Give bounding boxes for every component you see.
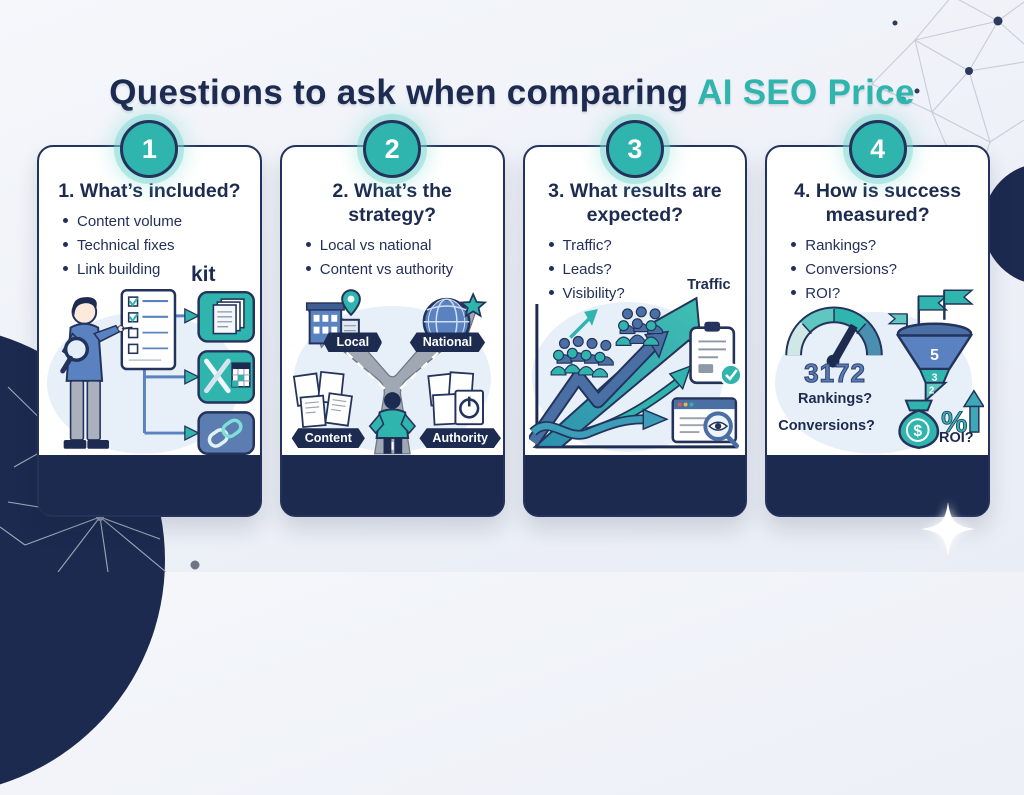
card-whats-included: 1 1. What’s included? Content volume Tec… <box>37 120 262 517</box>
checklist-icon <box>120 289 177 371</box>
strategy-illustration: Local National Content Authority <box>286 287 501 455</box>
bullet-item: Content vs authority <box>306 260 503 280</box>
browser-visibility-icon <box>671 397 739 449</box>
audit-scene-icon <box>46 289 256 455</box>
step-badge-1: 1 <box>120 120 179 178</box>
step-number: 4 <box>870 133 886 164</box>
card-title: 3. What results are expected? <box>548 180 722 226</box>
card-footer <box>767 455 988 515</box>
bullet-item: Content volume <box>63 212 260 232</box>
bullet-item: Local vs national <box>306 236 503 256</box>
money-bag-icon: $ <box>898 399 940 450</box>
svg-text:2: 2 <box>929 386 935 397</box>
step-number: 1 <box>141 133 157 164</box>
link-building-box-icon <box>197 411 256 455</box>
card-whats-the-strategy: 2 2. What’s the strategy? Local vs natio… <box>279 120 505 517</box>
step-badge-2: 2 <box>363 120 422 178</box>
card-title: 2. What’s the strategy? <box>332 180 452 226</box>
small-growth-arrow-icon <box>568 308 598 339</box>
content-docs-lines-icon <box>304 399 347 414</box>
rankings-label: Rankings? <box>798 391 873 408</box>
svg-text:5: 5 <box>930 347 939 364</box>
bullet-list: Traffic? Leads? Visibility? <box>549 236 746 305</box>
wavy-arrow-icon <box>528 408 669 440</box>
page-title-accent: AI SEO Price <box>697 73 915 113</box>
card-footer <box>39 455 260 515</box>
sparkle-icon <box>921 502 975 556</box>
clipboard-check-icon <box>688 321 742 387</box>
rankings-gauge-icon <box>785 306 884 368</box>
step-number: 2 <box>384 133 400 164</box>
conversions-label: Conversions? <box>778 418 875 435</box>
card-how-success-measured: 4 4. How is success measured? Rankings? … <box>765 120 990 517</box>
page-title: Questions to ask when comparing AI SEO P… <box>0 73 1024 113</box>
bullet-item: Traffic? <box>549 236 746 256</box>
card-footer <box>524 455 746 515</box>
step-badge-3: 3 <box>605 120 664 178</box>
svg-text:%: % <box>941 406 967 439</box>
svg-text:3: 3 <box>932 372 938 384</box>
kit-label: kit <box>191 263 216 286</box>
roi-percent-arrow-icon: % <box>941 389 984 439</box>
content-banner: Content <box>291 428 365 449</box>
person-at-fork-icon <box>368 392 416 454</box>
results-illustration: Traffic <box>528 277 742 455</box>
connector-lines-icon <box>142 314 185 435</box>
conversion-funnel-icon: 5 3 2 <box>887 289 975 403</box>
authority-docs-icon <box>427 371 484 426</box>
local-banner: Local <box>323 332 383 353</box>
bullet-item: Technical fixes <box>63 236 260 256</box>
bullet-item: Conversions? <box>791 260 988 280</box>
svg-text:$: $ <box>914 423 923 440</box>
bullet-item: Visibility? <box>549 284 746 304</box>
bullet-list: Rankings? Conversions? ROI? <box>791 236 988 305</box>
bullet-list: Content volume Technical fixes Link buil… <box>63 212 260 281</box>
technical-fixes-box-icon <box>197 350 256 404</box>
gauge-value-label: 3172 <box>804 357 866 388</box>
national-banner: National <box>409 332 486 353</box>
bullet-item: ROI? <box>791 284 988 304</box>
card-footer <box>281 455 503 515</box>
growth-chart-scene-icon <box>528 296 742 452</box>
cards-row: 1 1. What’s included? Content volume Tec… <box>37 120 990 517</box>
metrics-scene-icon: 5 3 2 $ % <box>775 289 984 454</box>
roi-label: ROI? <box>939 429 974 446</box>
person-magnifier-icon <box>60 297 133 449</box>
step-number: 3 <box>627 133 643 164</box>
infographic-page: { "header": { "title_prefix": "Questions… <box>0 0 1024 572</box>
card-title: 1. What’s included? <box>58 180 241 202</box>
traffic-label: Traffic <box>687 277 731 293</box>
success-metrics-illustration: 5 3 2 $ % 3172 Rankings <box>771 287 984 455</box>
bullet-item: Leads? <box>549 260 746 280</box>
card-what-results-expected: 3 3. What results are expected? Traffic?… <box>522 120 748 517</box>
included-illustration <box>43 287 256 455</box>
content-docs-icon <box>292 370 353 429</box>
arrowheads-icon <box>184 307 201 441</box>
bullet-list: Local vs national Content vs authority <box>306 236 503 281</box>
authority-banner: Authority <box>419 428 501 449</box>
bullet-item: Rankings? <box>791 236 988 256</box>
bullet-item: Link building <box>63 260 260 280</box>
page-title-prefix: Questions to ask when comparing <box>109 73 698 113</box>
step-badge-4: 4 <box>848 120 907 178</box>
card-title: 4. How is success measured? <box>794 180 962 226</box>
content-volume-box-icon <box>197 290 256 343</box>
